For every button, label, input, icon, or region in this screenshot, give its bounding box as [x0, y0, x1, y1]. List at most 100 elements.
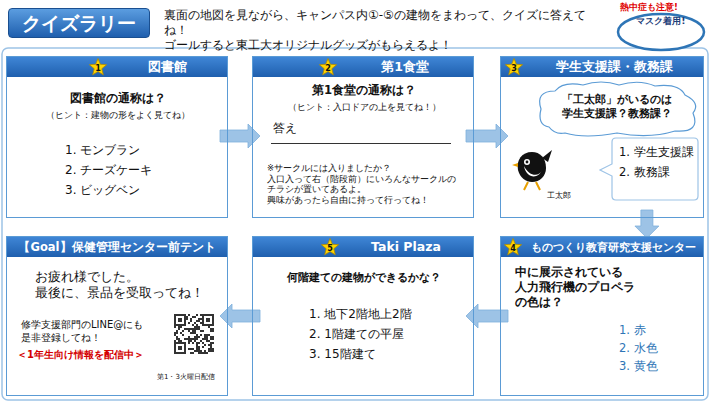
qr-module: [198, 336, 200, 338]
qr-module: [190, 318, 192, 320]
qr-module: [210, 344, 212, 346]
qr-module: [194, 338, 196, 340]
text-line: 興味があったら自由に持って行ってね！: [267, 195, 469, 206]
qr-module: [200, 330, 202, 332]
station-panel: Taki Plaza何階建ての建物ができるかな？1. 地下2階地上2階2. 1階…: [252, 236, 474, 396]
qr-module: [180, 340, 182, 342]
qr-module: [194, 328, 196, 330]
qr-module: [204, 352, 206, 354]
qr-module: [208, 340, 210, 342]
qr-module: [196, 342, 198, 344]
qr-module: [202, 346, 204, 348]
qr-module: [190, 320, 192, 322]
text-line: 人力飛行機のプロペラ: [515, 280, 701, 295]
qr-module: [192, 352, 194, 354]
qr-module: [206, 338, 208, 340]
number-star: 2: [319, 58, 337, 76]
text-line: ※サークルには入りましたか？: [267, 163, 469, 174]
qr-module: [198, 342, 200, 344]
text-line: ゴールすると東工大オリジナルグッズがもらえるよ！: [164, 38, 594, 53]
callout-number: 2: [319, 61, 337, 75]
qr-module: [204, 336, 206, 338]
qr-module: [186, 328, 188, 330]
qr-module: [188, 314, 190, 316]
number-star: 5: [321, 238, 339, 256]
qr-module: [212, 328, 214, 330]
panel-text: 図書館の通称は？: [7, 91, 229, 106]
qr-module: [178, 326, 180, 328]
star-shape: [505, 59, 522, 75]
star-shape: [504, 239, 521, 255]
qr-module: [198, 326, 200, 328]
qr-module: [194, 326, 196, 328]
qr-module: [190, 338, 192, 340]
qr-module: [194, 350, 196, 352]
panel-text: 何階建ての建物ができるかな？: [253, 271, 475, 285]
qr-finder: [203, 315, 213, 325]
station-panel: 学生支援課・教務課1. 学生支援課2. 教務課工太郎「工太郎」がいるのは 学生支…: [500, 56, 704, 218]
flow-arrow: [635, 210, 659, 238]
qr-module: [200, 350, 202, 352]
qr-module: [186, 318, 188, 320]
qr-module: [186, 338, 188, 340]
qr-module: [196, 320, 198, 322]
qr-module: [200, 322, 202, 324]
qr-module: [184, 328, 186, 330]
note-label: 熱中症も注意!: [604, 2, 694, 13]
qr-module: [200, 318, 202, 320]
flow-arrow: [466, 304, 508, 328]
qr-module: [204, 338, 206, 340]
qr-module: [204, 344, 206, 346]
qr-module: [188, 342, 190, 344]
qr-module: [192, 330, 194, 332]
qr-module: [204, 350, 206, 352]
qr-module: [194, 322, 196, 324]
panel-text: 修学支援部門のLINE@にも 是非登録してね！: [21, 319, 171, 344]
panel-text: 答え: [273, 121, 333, 136]
qr-module: [186, 316, 188, 318]
qr-module: [212, 336, 214, 338]
qr-module: [188, 322, 190, 324]
qr-module: [198, 348, 200, 350]
qr-module: [176, 332, 178, 334]
qr-module: [188, 330, 190, 332]
qr-module: [194, 330, 196, 332]
callout-number: 3: [505, 61, 523, 75]
callout-number: 4: [504, 241, 522, 255]
station-panel: 図書館図書館の通称は？（ヒント：建物の形をよく見てね）1. モンブラン2. チー…: [6, 56, 228, 218]
text-line: 学生支援課？教務課？: [545, 107, 689, 121]
qr-module: [190, 348, 192, 350]
text-line: 是非登録してね！: [21, 332, 171, 345]
qr-module: [212, 338, 214, 340]
qr-module: [188, 348, 190, 350]
text-line: 修学支援部門のLINE@にも: [21, 319, 171, 332]
qr-module: [194, 316, 196, 318]
star-shape: [321, 239, 338, 255]
qr-module: [188, 338, 190, 340]
callout-number: 1: [89, 61, 107, 75]
qr-module: [174, 340, 176, 342]
station-name: 第1食堂: [337, 57, 473, 77]
qr-module: [188, 328, 190, 330]
title-text: クイズラリー: [9, 9, 149, 37]
station-panel: 【Goal】保健管理センター前テントお疲れ様でした。 最後に、景品を受取ってね！…: [6, 236, 228, 396]
qr-module: [212, 350, 214, 352]
qr-module: [174, 332, 176, 334]
qr-module: [196, 350, 198, 352]
qr-module: [192, 328, 194, 330]
note-label: 裏面の地図を見ながら、キャンパス内①-⑤の建物をまわって、クイズに答えてね！ ゴ…: [164, 8, 594, 53]
text-line: チラシが置いてあるよ。: [267, 184, 469, 195]
qr-module: [212, 342, 214, 344]
qr-module: [192, 342, 194, 344]
panel-text: 1. 赤: [619, 323, 699, 337]
qr-module: [196, 344, 198, 346]
qr-module: [210, 348, 212, 350]
answer-line: [271, 143, 451, 144]
flow-arrow: [466, 124, 508, 148]
qr-module: [180, 326, 182, 328]
qr-module: [198, 320, 200, 322]
text-line: 「工太郎」がいるのは: [545, 93, 689, 107]
number-star: 3: [505, 58, 523, 76]
panel-text: 2. 教務課: [619, 165, 703, 179]
qr-module: [198, 352, 200, 354]
